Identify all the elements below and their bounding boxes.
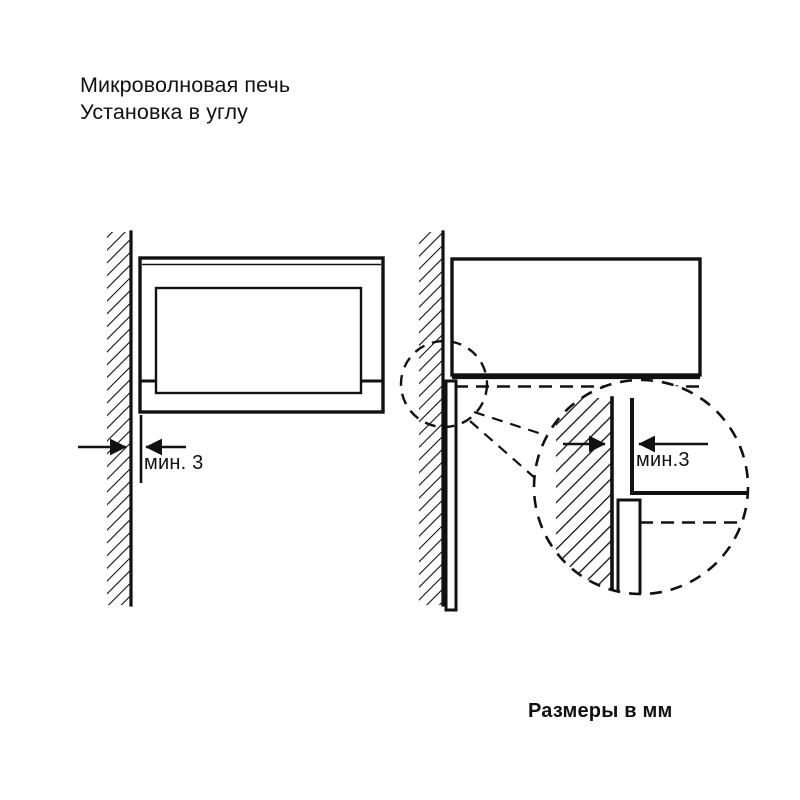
detail-indicator-circle [399,339,489,429]
magnified-detail-group [532,378,750,596]
microwave-top-body [450,257,702,377]
title-line-2: Установка в углу [80,100,249,124]
detail-dimension-label: мин.3 [636,449,690,471]
magnified-detail-circle [532,378,750,596]
front-view-wall [107,230,133,607]
top-view-wall [419,230,445,607]
front-view-group [78,230,385,607]
microwave-front-door-panel [154,286,363,395]
top-view-group [399,230,702,612]
units-note: Размеры в мм [528,700,673,722]
microwave-top-door-leaf [444,379,458,612]
front-view-dimension-label: мин. 3 [144,452,204,474]
title-line-1: Микроволновая печь [80,73,291,97]
title-block: Микроволновая печь Установка в углу [80,72,500,126]
